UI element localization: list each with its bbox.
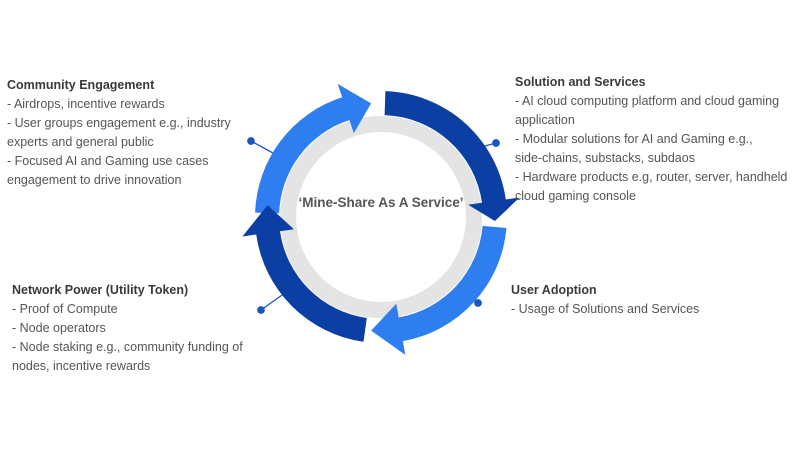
solution-services-line: application: [515, 113, 575, 127]
user-adoption-line: - Usage of Solutions and Services: [511, 302, 700, 316]
center-label: ‘Mine-Share As A Service’: [298, 195, 464, 210]
community-engagement-line: experts and general public: [7, 135, 154, 149]
solution-services-block: Solution and Services - AI cloud computi…: [515, 73, 795, 206]
network-power-line: nodes, incentive rewards: [12, 359, 151, 373]
community-engagement-line: - Focused AI and Gaming use cases: [7, 154, 209, 168]
ring-arrow-top: [255, 83, 372, 214]
connector-dot-user: [474, 299, 482, 307]
network-power-line: - Node operators: [12, 321, 106, 335]
network-power-line: - Proof of Compute: [12, 302, 118, 316]
connector-dot-network: [257, 306, 265, 314]
solution-services-line: - AI cloud computing platform and cloud …: [515, 94, 780, 108]
ring-segments: [242, 83, 520, 355]
solution-services-title: Solution and Services: [515, 75, 646, 89]
ring-arrow-right: [384, 91, 520, 221]
solution-services-line: - Hardware products e.g, router, server,…: [515, 170, 788, 184]
network-power-title: Network Power (Utility Token): [12, 283, 189, 297]
community-engagement-block: Community Engagement - Airdrops, incenti…: [7, 76, 247, 190]
community-engagement-line: - User groups engagement e.g., industry: [7, 116, 231, 130]
solution-services-line: side-chains, substacks, subdaos: [515, 151, 695, 165]
connector-dot-solution: [492, 139, 500, 147]
ring-arrow-left: [242, 205, 367, 342]
ring-arrow-bottom: [371, 225, 507, 355]
solution-services-line: cloud gaming console: [515, 189, 636, 203]
inner-disc-center: [296, 132, 466, 302]
community-engagement-title: Community Engagement: [7, 78, 155, 92]
user-adoption-title: User Adoption: [511, 283, 597, 297]
network-power-block: Network Power (Utility Token) - Proof of…: [12, 281, 247, 376]
community-engagement-line: engagement to drive innovation: [7, 173, 182, 187]
solution-services-line: - Modular solutions for AI and Gaming e.…: [515, 132, 753, 146]
connector-dot-community: [247, 137, 255, 145]
community-engagement-line: - Airdrops, incentive rewards: [7, 97, 165, 111]
network-power-line: - Node staking e.g., community funding o…: [12, 340, 243, 354]
user-adoption-block: User Adoption - Usage of Solutions and S…: [511, 281, 771, 319]
